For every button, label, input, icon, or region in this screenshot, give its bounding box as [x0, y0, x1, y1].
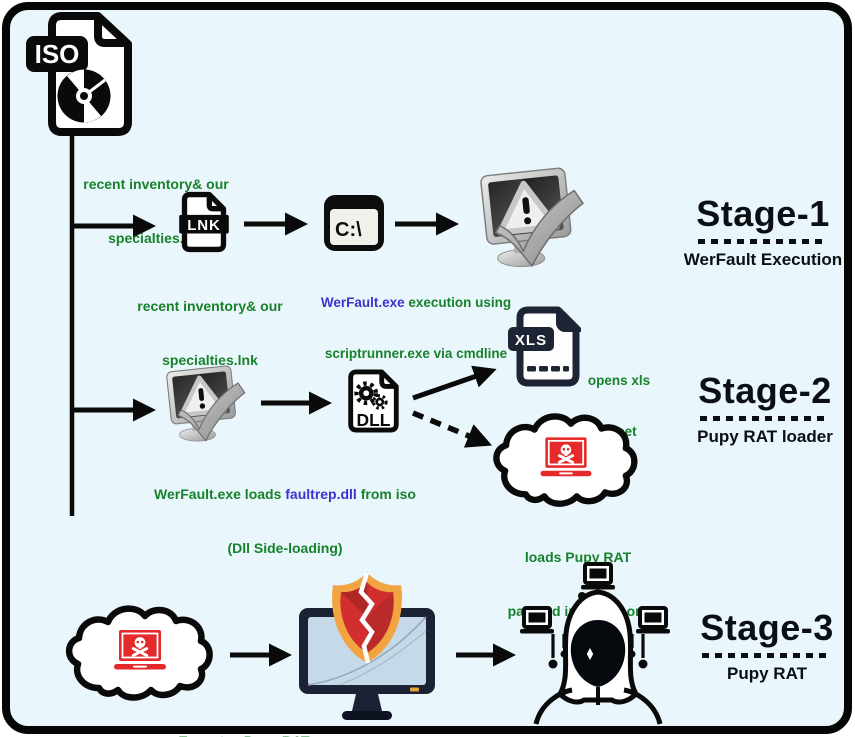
cloud-with-skull-laptop-icon	[493, 413, 638, 507]
skull-laptop-icon	[540, 437, 592, 477]
werfault-execution-caption: WerFault.exe execution using scriptrunne…	[320, 294, 512, 362]
executes-pupyrat-caption: Executes Pupy RAT from memory	[168, 697, 320, 737]
laptop-icon	[581, 562, 615, 590]
skull-laptop-icon	[114, 630, 166, 670]
werfault-error-report-icon	[166, 365, 246, 442]
iso-filename-caption: recent inventory& our specialties.iso	[83, 175, 229, 246]
stage3-title: Stage-3	[700, 607, 834, 648]
command-prompt-icon: C:\	[324, 195, 384, 251]
laptop-icon	[636, 606, 670, 634]
werfault-error-report-icon	[480, 167, 584, 268]
stage1-title: Stage-1	[696, 193, 830, 234]
dll-badge-label: DLL	[357, 410, 391, 430]
stage3-dotted-divider	[702, 653, 832, 658]
laptop-icon	[520, 606, 554, 634]
lnk-shortcut-file-icon: LNK	[179, 191, 229, 253]
gear-icon	[354, 381, 379, 406]
broken-shield-icon	[332, 572, 402, 664]
dll-gears-file-icon: DLL	[348, 369, 399, 433]
arrow-dll-to-xls	[412, 365, 497, 401]
stage3-label: Stage-3 Pupy RAT	[692, 610, 842, 684]
stage2-label: Stage-2 Pupy RAT loader	[683, 373, 847, 447]
stage1-dotted-divider	[698, 239, 828, 244]
hooded-hacker-c2-network-icon	[520, 562, 670, 725]
stage1-subtitle: WerFault Execution	[683, 250, 843, 269]
iso-disc-file-icon: ISO	[26, 12, 132, 136]
xls-badge-label: XLS	[515, 332, 547, 349]
connects-to-c2-caption: Connects to C2	[425, 699, 551, 737]
cd-disc-icon	[57, 69, 111, 123]
stage2-subtitle: Pupy RAT loader	[697, 427, 833, 446]
lnk-filename-caption: recent inventory& our specialties.lnk	[137, 297, 283, 368]
stage2-title: Stage-2	[698, 370, 832, 411]
cloud-with-skull-laptop-icon	[65, 605, 213, 701]
stage2-dotted-divider	[700, 416, 830, 421]
xls-spreadsheet-file-icon: XLS	[508, 306, 581, 387]
dll-sideloading-caption: WerFault.exe loads faultrep.dll from iso…	[154, 485, 416, 556]
monitor-with-broken-shield-icon	[299, 572, 435, 720]
dashed-arrow-dll-to-cloud	[411, 410, 493, 448]
lnk-badge-label: LNK	[187, 217, 221, 234]
iso-badge-label: ISO	[35, 39, 80, 69]
cmd-prompt-label: C:\	[335, 219, 362, 241]
stage1-label: Stage-1 WerFault Execution	[683, 196, 843, 270]
gear-icon-small	[371, 394, 388, 410]
stage3-subtitle: Pupy RAT	[727, 664, 807, 683]
